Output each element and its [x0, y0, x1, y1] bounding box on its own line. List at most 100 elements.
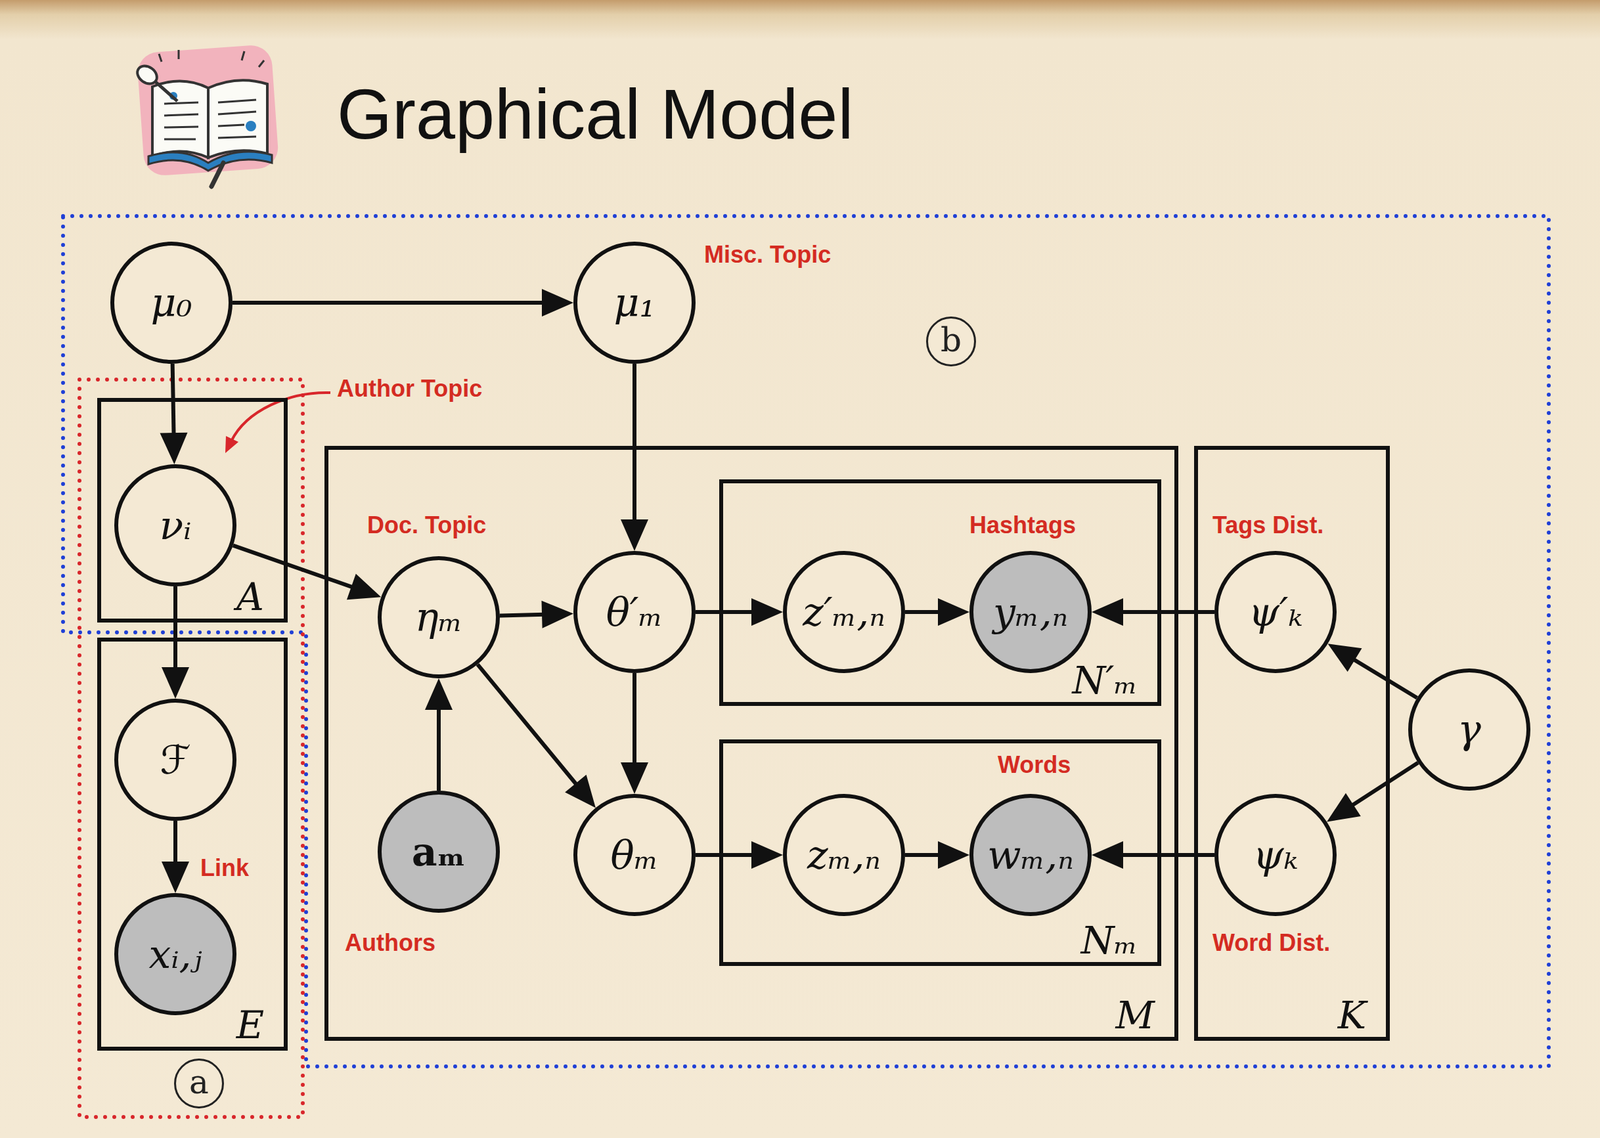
page-dot	[245, 120, 257, 132]
arrowhead	[541, 600, 574, 629]
plate-label: A	[236, 577, 265, 617]
edge-arrow	[161, 586, 190, 699]
annotation: Author Topic	[336, 374, 483, 403]
spoon-handle	[155, 81, 178, 102]
plate-label: N′ₘ	[1072, 661, 1139, 700]
annotation: Hashtags	[969, 511, 1076, 540]
edge-line	[695, 853, 755, 858]
arrowhead	[620, 519, 649, 552]
arrowhead	[751, 598, 783, 626]
edge-arrow	[905, 841, 970, 869]
arrowhead	[424, 678, 453, 711]
page-lines	[164, 99, 257, 140]
variable-name: zₘ,ₙ	[807, 835, 881, 875]
variable-name: μ₀	[150, 283, 192, 323]
latent-variable: ψₖ	[1214, 794, 1337, 917]
book-cover	[148, 151, 272, 171]
edge-line	[632, 673, 637, 766]
arrowhead	[1091, 598, 1124, 626]
annotation: Link	[200, 853, 249, 883]
variable-name: θₘ	[610, 835, 659, 875]
variable-name: yₘ,ₙ	[993, 592, 1068, 632]
arrowhead	[751, 841, 783, 869]
variable-name: aₘ	[411, 832, 467, 872]
arrowhead	[161, 861, 190, 894]
annotation: Authors	[344, 928, 436, 957]
plate-label: M	[1115, 996, 1155, 1035]
plate: E ℱxᵢ,ⱼ	[97, 637, 288, 1051]
edge-line	[695, 610, 755, 615]
edge-arrow	[477, 664, 596, 808]
latent-variable: μ₀	[110, 241, 233, 364]
plate-label: Nₘ	[1081, 921, 1138, 960]
edge-line	[905, 853, 941, 858]
arrowhead	[346, 574, 381, 601]
plate-label: K	[1337, 996, 1367, 1035]
latent-variable: θₘ	[573, 794, 696, 917]
edge-arrow	[232, 288, 574, 317]
arrowhead	[1326, 793, 1361, 823]
arrowhead	[564, 775, 596, 808]
edge-line	[173, 586, 178, 670]
variable-name: νᵢ	[159, 505, 192, 546]
icon-background	[136, 44, 280, 177]
edge-arrow	[1326, 763, 1419, 823]
book-icon	[133, 44, 280, 187]
variable-name: z′ₘ,ₙ	[802, 592, 885, 632]
latent-variable: ψ′ₖ	[1214, 551, 1337, 674]
region-marker: b	[926, 316, 977, 367]
edge-arrow	[695, 841, 783, 869]
observed-variable: aₘ	[377, 790, 500, 913]
annotation: Tags Dist.	[1212, 511, 1324, 540]
region-marker: a	[174, 1058, 224, 1109]
plate-label: E	[236, 1006, 265, 1045]
edge-line	[632, 363, 637, 523]
variable-name: wₘ,ₙ	[987, 835, 1074, 875]
latent-variable: μ₁	[573, 241, 696, 364]
latent-variable: θ′ₘ	[573, 551, 696, 674]
latent-variable: ℱ	[114, 698, 237, 822]
edge-line	[477, 664, 578, 786]
variable-name: ℱ	[159, 740, 191, 780]
edge-arrow	[160, 363, 188, 465]
annotation: Doc. Topic	[367, 511, 487, 540]
latent-variable: ηₘ	[377, 556, 500, 679]
edge-arrow	[424, 678, 453, 791]
edge-line	[436, 707, 441, 791]
edge-line	[905, 610, 941, 615]
arrowhead	[620, 762, 649, 795]
edge-arrow	[1328, 643, 1418, 699]
variable-name: ψₖ	[1253, 835, 1299, 875]
edge-line	[1351, 763, 1419, 807]
leader-arrowhead	[225, 436, 239, 454]
latent-variable: νᵢ	[114, 464, 237, 587]
latent-variable: zₘ,ₙ	[782, 794, 906, 917]
variable-name: θ′ₘ	[606, 592, 664, 632]
sparkle-lines	[158, 49, 265, 67]
annotation: Misc. Topic	[704, 240, 831, 269]
edge-line	[1120, 853, 1215, 858]
book-page	[208, 80, 268, 158]
edge-line	[1120, 610, 1215, 615]
dotted-region	[63, 216, 1549, 1067]
dotted-region	[79, 379, 303, 1118]
edge-line	[1352, 658, 1417, 699]
slide-title: Graphical Model	[336, 73, 854, 156]
observed-variable: xᵢ,ⱼ	[114, 893, 237, 1016]
plate: N′ₘ z′ₘ,ₙ yₘ,ₙ	[719, 479, 1162, 707]
plate: Aνᵢ	[97, 398, 288, 623]
tool-handle	[211, 162, 224, 187]
arrowhead	[1328, 643, 1363, 672]
observed-variable: yₘ,ₙ	[969, 551, 1092, 674]
edge-arrow	[695, 598, 783, 626]
edge-arrow	[161, 821, 190, 894]
observed-variable: wₘ,ₙ	[969, 794, 1092, 917]
arrowhead	[1091, 841, 1124, 869]
arrowhead	[541, 288, 574, 317]
variable-name: xᵢ,ⱼ	[149, 934, 203, 975]
arrowhead	[161, 667, 190, 699]
edge-arrow	[905, 598, 970, 626]
arrowhead	[160, 432, 188, 465]
latent-variable: γ	[1408, 668, 1531, 791]
